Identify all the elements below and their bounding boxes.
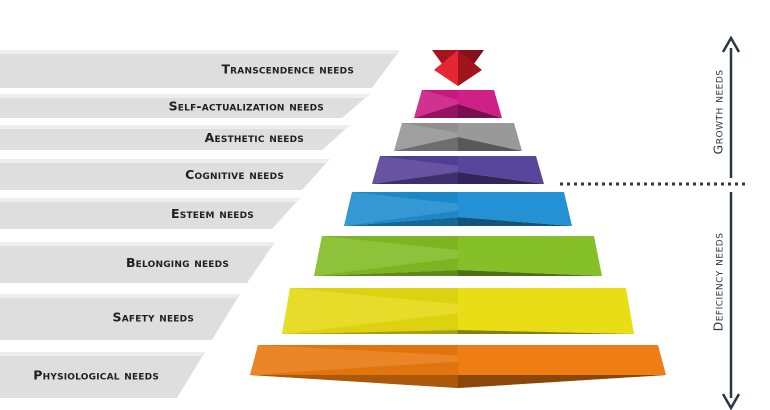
tier-top-sheen <box>394 123 458 151</box>
tier-front-right <box>458 104 502 118</box>
tier-top-right <box>458 288 634 334</box>
tier-4 <box>372 156 544 184</box>
deficiency-needs-label: Deficiency needs <box>711 233 726 332</box>
apex-left <box>434 50 458 86</box>
banner-7: Safety needs <box>0 294 240 340</box>
tier-top-sheen <box>372 156 458 184</box>
apex-right <box>458 50 482 86</box>
tier-top-right <box>458 156 544 184</box>
banner-highlight <box>0 125 350 129</box>
banner-shape <box>0 294 240 340</box>
tier-front-right <box>458 137 522 151</box>
banner-highlight <box>0 294 240 298</box>
tier-7 <box>282 288 634 334</box>
tier-front-left <box>250 375 458 388</box>
growth-needs-label: Growth needs <box>711 70 726 155</box>
tier-top-right <box>458 123 522 151</box>
tier-top-sheen <box>282 288 458 334</box>
level-label: Aesthetic needs <box>205 130 304 145</box>
banner-shape <box>0 198 300 229</box>
tier-front-left <box>282 330 458 334</box>
growth-arrow-icon <box>721 35 741 178</box>
banner-2: Self-actualization needs <box>0 94 370 118</box>
banner-shape <box>0 352 205 398</box>
tier-front-left <box>414 104 458 118</box>
banner-3: Aesthetic needs <box>0 125 350 150</box>
banner-highlight <box>0 159 330 163</box>
tier-top-sheen <box>314 236 458 276</box>
tier-top-sheen <box>250 345 458 375</box>
banner-1: Transcendence needs <box>0 50 400 88</box>
tier-front-left <box>372 172 458 184</box>
tier-top-sheen <box>344 192 458 226</box>
banner-shape <box>0 242 275 283</box>
tier-top-right <box>458 192 572 226</box>
tier-1 <box>432 50 484 86</box>
tier-top-right <box>458 236 602 276</box>
tier-3 <box>394 123 522 151</box>
tier-front-left <box>344 217 458 226</box>
pyramid <box>250 50 666 388</box>
tier-front-left <box>394 137 458 151</box>
tier-8 <box>250 345 666 388</box>
banner-highlight <box>0 94 370 98</box>
banner-highlight <box>0 242 275 246</box>
tier-front-right <box>458 270 602 276</box>
level-label: Transcendence needs <box>221 62 354 77</box>
level-label: Cognitive needs <box>185 167 284 182</box>
banner-shape <box>0 50 400 88</box>
tier-top-right <box>458 90 502 118</box>
banner-highlight <box>0 198 300 202</box>
tier-6 <box>314 236 602 276</box>
banner-6: Belonging needs <box>0 242 275 283</box>
tier-front-right <box>458 330 634 334</box>
banner-5: Esteem needs <box>0 198 300 229</box>
level-label: Self-actualization needs <box>169 99 324 114</box>
level-label: Belonging needs <box>126 255 229 270</box>
deficiency-arrow-icon <box>721 192 741 410</box>
tier-front-right <box>458 172 544 184</box>
banner-shape <box>0 159 330 190</box>
banner-shape <box>0 125 350 150</box>
level-label: Esteem needs <box>171 206 254 221</box>
tier-front-right <box>458 375 666 388</box>
banner-8: Physiological needs <box>0 352 205 398</box>
level-label: Physiological needs <box>33 368 159 383</box>
banner-highlight <box>0 50 400 54</box>
tier-2 <box>414 90 502 118</box>
level-label: Safety needs <box>113 310 194 325</box>
tier-top-sheen <box>414 90 458 118</box>
tier-5 <box>344 192 572 226</box>
banner-shape <box>0 94 370 118</box>
tier-front-right <box>458 217 572 226</box>
banner-highlight <box>0 352 205 356</box>
tier-front-left <box>314 270 458 276</box>
banner-4: Cognitive needs <box>0 159 330 190</box>
